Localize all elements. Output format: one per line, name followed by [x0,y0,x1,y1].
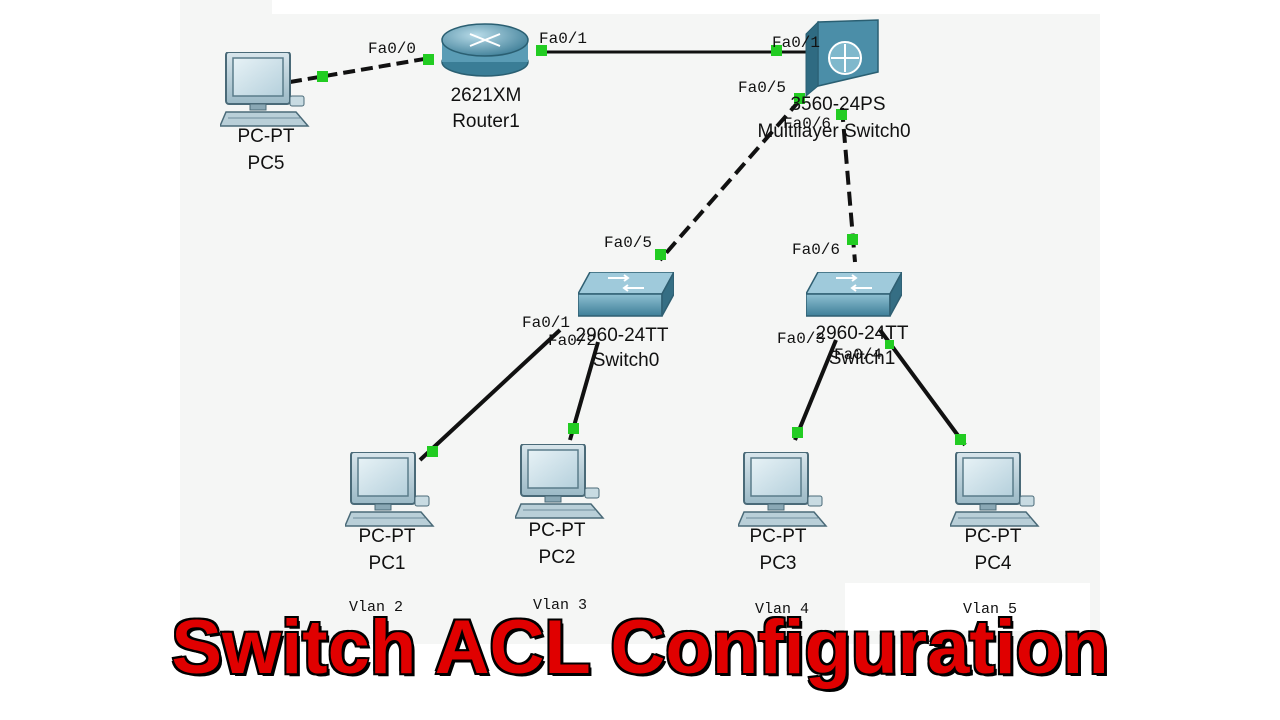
switch1-name: Switch1 [829,348,896,369]
pc1-model: PC-PT [359,526,416,547]
link-dot [536,45,547,56]
router-icon [441,23,529,77]
link-dot [847,234,858,245]
link-dot [955,434,966,445]
pc3-model: PC-PT [750,526,807,547]
pc5-name: PC5 [248,153,285,174]
link-dot [794,93,805,104]
pc1-node[interactable]: PC-PT PC1 Vlan 2 [345,452,434,616]
pc4-node[interactable]: PC-PT PC4 Vlan 5 [950,452,1039,618]
router1-node[interactable]: 2621XM Router1 [441,23,529,132]
multilayer-model: 3560-24PS [790,94,885,115]
pc1-vlan: Vlan 2 [349,599,403,616]
link-dot [568,423,579,434]
link-switch1-pc3 [793,339,838,441]
switch1-node[interactable]: 2960-24TT Switch1 [806,272,909,369]
link-dot [836,109,847,120]
pc3-vlan: Vlan 4 [755,601,809,618]
multilayer-switch-icon [805,19,879,98]
pc4-vlan: Vlan 5 [963,601,1017,618]
switch0-icon [578,272,674,317]
pc4-computer-icon [950,452,1039,527]
port-label: Fa0/2 [548,332,596,350]
pc3-name: PC3 [760,553,797,574]
port-label: Fa0/1 [539,30,587,48]
port-label: Fa0/1 [522,314,570,332]
link-dot [427,446,438,457]
pc1-computer-icon [345,452,434,527]
link-multilayer-switch0 [658,98,802,262]
switch1-icon [806,272,902,317]
multilayer-name: Multilayer Switch0 [757,121,910,142]
link-switch0-pc1 [418,328,562,462]
link-status-dots [317,45,966,457]
link-dot [771,45,782,56]
pc2-vlan: Vlan 3 [533,597,587,614]
topology-canvas [180,14,1100,644]
pc5-computer-icon [220,52,309,127]
switch0-node[interactable]: 2960-24TT Switch0 [576,272,674,371]
pc2-node[interactable]: PC-PT PC2 Vlan 3 [515,444,604,614]
link-switch1-pc4 [878,328,967,447]
port-label: Fa0/6 [783,115,831,133]
pc2-name: PC2 [539,547,576,568]
pc4-model: PC-PT [965,526,1022,547]
vlan-label-highlight [845,583,1090,631]
port-label: Fa0/5 [604,234,652,252]
port-label: Fa0/3 [777,330,825,348]
pc5-node[interactable]: PC-PT PC5 [220,52,309,174]
multilayer-switch-node[interactable]: 3560-24PS Multilayer Switch0 [757,19,911,142]
switch0-name: Switch0 [593,350,660,371]
pc2-model: PC-PT [529,520,586,541]
router1-name: Router1 [452,111,520,132]
link-dot [423,54,434,65]
pc3-computer-icon [738,452,827,527]
port-label: Fa0/1 [772,34,820,52]
router1-model: 2621XM [451,85,522,106]
canvas-top-strip [180,0,272,14]
pc5-model: PC-PT [238,126,295,147]
switch1-model: 2960-24TT [816,323,909,344]
link-pc5-router [289,56,431,84]
pc2-computer-icon [515,444,604,519]
link-dot [317,71,328,82]
link-dot [792,427,803,438]
port-label: Fa0/6 [792,241,840,259]
link-dot [655,249,666,260]
port-label: Fa0/4 [834,346,882,364]
port-label: Fa0/0 [368,40,416,58]
pc3-node[interactable]: PC-PT PC3 Vlan 4 [738,452,827,618]
pc1-name: PC1 [369,553,406,574]
pc4-name: PC4 [975,553,1012,574]
port-labels: Fa0/0 Fa0/1 Fa0/1 Fa0/5 Fa0/6 Fa0/5 Fa0/… [368,30,882,364]
link-dot [885,340,894,349]
port-label: Fa0/5 [738,79,786,97]
video-title: Switch ACL Configuration [170,604,1110,692]
switch0-model: 2960-24TT [576,325,669,346]
